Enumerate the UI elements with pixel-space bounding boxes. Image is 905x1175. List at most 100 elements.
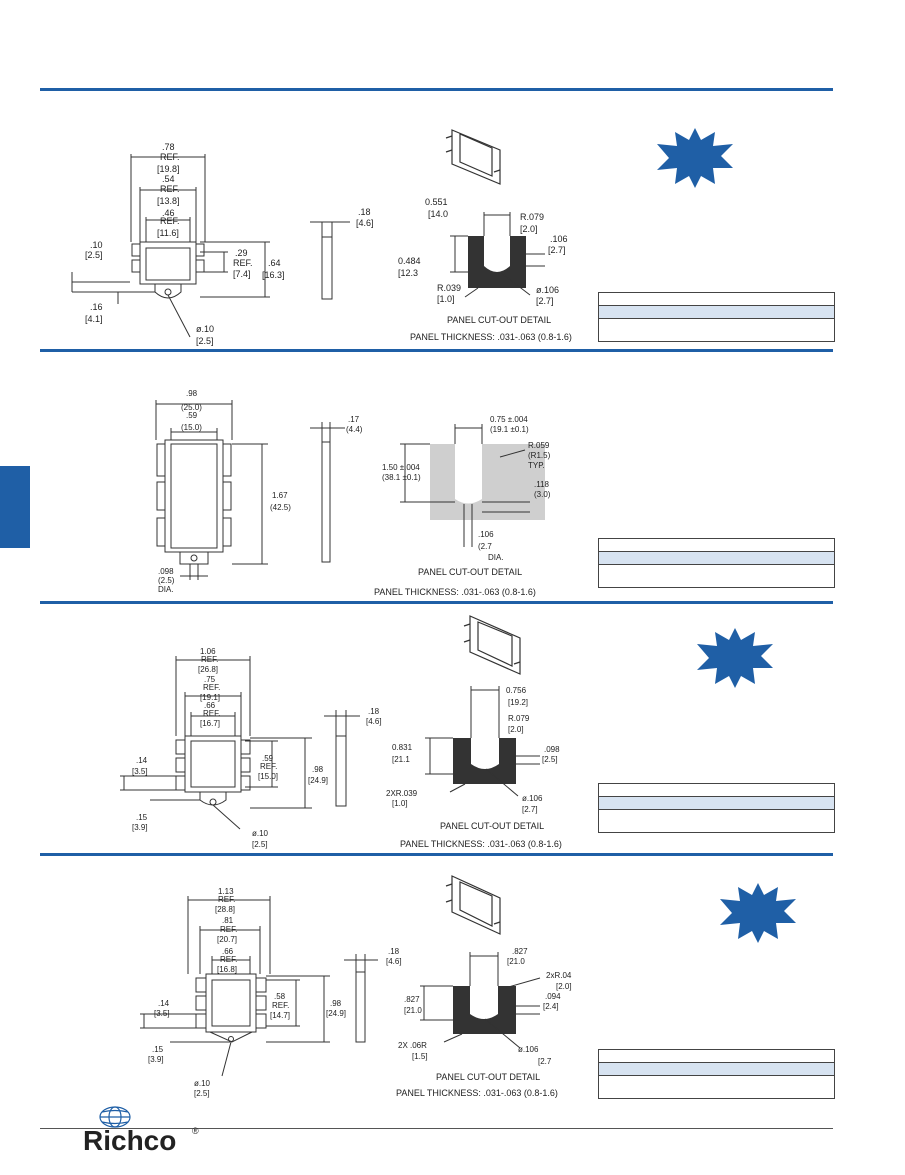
spec-table-1 — [598, 292, 835, 342]
section-divider-2 — [40, 601, 833, 604]
svg-text:[3.9]: [3.9] — [132, 823, 148, 832]
front-view — [71, 154, 270, 338]
svg-text:[19.1]: [19.1] — [200, 693, 220, 702]
svg-text:[2.0]: [2.0] — [520, 224, 538, 234]
spec-body-row — [599, 1076, 834, 1098]
svg-text:.98: .98 — [330, 999, 342, 1008]
svg-text:[4.1]: [4.1] — [85, 314, 103, 324]
svg-text:.106: .106 — [550, 234, 568, 244]
svg-text:.98: .98 — [186, 389, 198, 398]
spec-header-row — [599, 1050, 834, 1063]
spec-header-row — [599, 784, 834, 797]
front-view-dims: .98(25.0) .59(15.0) 1.67(42.5) .098(2.5)… — [158, 389, 291, 594]
cutout-dims: 0.551[14.0 R.079[2.0] .106[2.7] 0.484[12… — [398, 197, 568, 306]
svg-text:.59: .59 — [262, 754, 274, 763]
new-starburst-3 — [720, 883, 796, 943]
panel-thickness: PANEL THICKNESS: .031-.063 (0.8-1.6) — [400, 839, 562, 849]
svg-text:.98: .98 — [312, 765, 324, 774]
svg-text:[24.9]: [24.9] — [326, 1009, 346, 1018]
svg-text:[2.5]: [2.5] — [252, 840, 268, 849]
footer-rule — [40, 1128, 833, 1129]
svg-text:[16.8]: [16.8] — [217, 965, 237, 974]
svg-text:[16.7]: [16.7] — [200, 719, 220, 728]
side-view — [324, 710, 360, 807]
svg-text:(19.1 ±0.1): (19.1 ±0.1) — [490, 425, 529, 434]
new-starburst-2 — [697, 628, 773, 688]
svg-text:R.059: R.059 — [528, 441, 550, 450]
section-divider-top — [40, 88, 833, 91]
svg-text:[2.5]: [2.5] — [194, 1089, 210, 1098]
svg-text:.75: .75 — [204, 675, 216, 684]
section-2-drawing: .98(25.0) .59(15.0) 1.67(42.5) .098(2.5)… — [155, 389, 551, 597]
svg-text:[1.0]: [1.0] — [392, 799, 408, 808]
front-view — [120, 656, 312, 830]
svg-text:.66: .66 — [222, 947, 234, 956]
svg-text:[4.6]: [4.6] — [356, 218, 374, 228]
spec-body-row — [599, 565, 834, 587]
svg-text:.18: .18 — [358, 207, 371, 217]
dim-text: .78 — [162, 142, 175, 152]
svg-text:[2.7]: [2.7] — [522, 805, 538, 814]
svg-text:REF.: REF. — [160, 216, 180, 226]
svg-text:REF.: REF. — [160, 184, 180, 194]
svg-text:DIA.: DIA. — [158, 585, 174, 594]
svg-text:.15: .15 — [136, 813, 148, 822]
cutout-caption: PANEL CUT-OUT DETAIL — [436, 1072, 540, 1082]
svg-text:ø.106: ø.106 — [522, 794, 543, 803]
svg-text:REF.: REF. — [160, 152, 180, 162]
svg-text:1.06: 1.06 — [200, 647, 216, 656]
svg-text:[1.0]: [1.0] — [437, 294, 455, 304]
svg-text:REF.: REF. — [220, 925, 237, 934]
cutout-caption: PANEL CUT-OUT DETAIL — [447, 315, 551, 325]
spec-shaded-row — [599, 552, 834, 565]
richco-logo: Richco ® — [80, 1104, 210, 1156]
svg-text:[2.7: [2.7 — [538, 1057, 552, 1066]
side-view — [310, 221, 350, 300]
svg-text:2X .06R: 2X .06R — [398, 1041, 427, 1050]
iso-view — [445, 129, 501, 185]
svg-text:REF.: REF. — [201, 655, 218, 664]
svg-text:.17: .17 — [348, 415, 360, 424]
svg-text:.18: .18 — [388, 947, 400, 956]
svg-text:.46: .46 — [162, 208, 175, 218]
svg-text:ø.10: ø.10 — [252, 829, 269, 838]
svg-text:[12.3: [12.3 — [398, 268, 418, 278]
svg-text:[4.6]: [4.6] — [386, 957, 402, 966]
svg-text:.106: .106 — [478, 530, 494, 539]
svg-text:R.039: R.039 — [437, 283, 461, 293]
globe-icon — [99, 1106, 131, 1128]
svg-text:[20.7]: [20.7] — [217, 935, 237, 944]
svg-text:[3.9]: [3.9] — [148, 1055, 164, 1064]
svg-text:.15: .15 — [152, 1045, 164, 1054]
svg-text:.098: .098 — [544, 745, 560, 754]
front-view — [140, 896, 330, 1077]
svg-text:2xR.04: 2xR.04 — [546, 971, 572, 980]
svg-text:0.484: 0.484 — [398, 256, 421, 266]
side-view — [310, 422, 345, 563]
svg-text:REF.: REF. — [218, 895, 235, 904]
svg-text:0.756: 0.756 — [506, 686, 527, 695]
svg-text:.81: .81 — [222, 916, 234, 925]
svg-text:[4.6]: [4.6] — [366, 717, 382, 726]
cutout-dims: 0.756[19.2] R.079[2.0] 0.831[21.1 .098[2… — [386, 686, 560, 814]
svg-text:[14.7]: [14.7] — [270, 1011, 290, 1020]
section-divider-3 — [40, 853, 833, 856]
spec-table-2 — [598, 538, 835, 588]
panel-thickness: PANEL THICKNESS: .031-.063 (0.8-1.6) — [410, 332, 572, 342]
svg-text:.827: .827 — [512, 947, 528, 956]
svg-text:.54: .54 — [162, 174, 175, 184]
svg-text:[2.7]: [2.7] — [548, 245, 566, 255]
svg-text:ø.10: ø.10 — [194, 1079, 211, 1088]
svg-text:[19.8]: [19.8] — [157, 164, 180, 174]
svg-text:ø.106: ø.106 — [518, 1045, 539, 1054]
svg-text:(3.0): (3.0) — [534, 490, 551, 499]
svg-text:1.13: 1.13 — [218, 887, 234, 896]
svg-text:.098: .098 — [158, 567, 174, 576]
svg-text:.64: .64 — [268, 258, 281, 268]
svg-text:.29: .29 — [235, 248, 248, 258]
svg-text:[21.0: [21.0 — [507, 957, 525, 966]
spec-header-row — [599, 539, 834, 552]
svg-text:.14: .14 — [136, 756, 148, 765]
svg-text:REF.: REF. — [272, 1001, 289, 1010]
